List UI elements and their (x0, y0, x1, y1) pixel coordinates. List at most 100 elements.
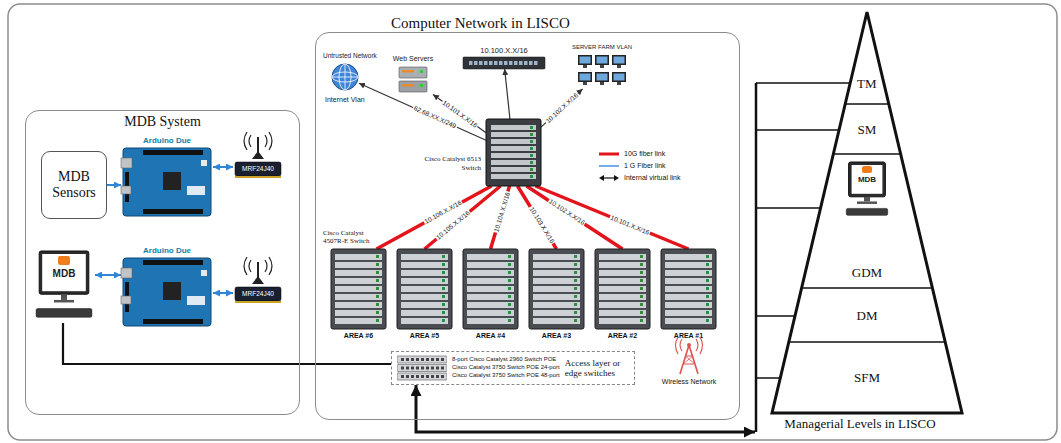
drawing-part (595, 249, 650, 329)
drawing-part (494, 61, 498, 65)
drawing-part (864, 197, 870, 202)
distribution-switch: Cisco Catalyst 4507R-E SwitchAREA #6 (331, 249, 386, 329)
drawing-part (617, 65, 621, 68)
drawing-part (397, 365, 447, 372)
globe-drawing (331, 63, 359, 91)
drawing-part (640, 319, 643, 322)
legend-text: 10G fiber link (624, 150, 665, 158)
wireless-tower: Wireless Network (669, 337, 709, 375)
drawing-part (640, 295, 643, 298)
drawing-part (467, 310, 514, 316)
legend-text: Internal virtual link (624, 174, 680, 182)
drawing-part (599, 262, 646, 268)
drawing-part (442, 303, 445, 306)
drawing-part (687, 343, 691, 347)
drawing-part (431, 375, 434, 378)
legend-sample (598, 174, 620, 182)
network-label: Internet Vlan (325, 96, 365, 104)
distribution-switch-label: AREA #3 (542, 332, 571, 340)
drawing-part (802, 287, 933, 289)
drawing-part (244, 132, 247, 150)
access-switches: 8-port Cisco Catalyst 2960 Switch POECis… (391, 351, 635, 385)
drawing-part (600, 82, 604, 85)
drawing-part (426, 375, 429, 378)
drawing-part (491, 160, 536, 165)
distribution-switch: AREA #3 (529, 249, 584, 329)
drawing-part (401, 254, 448, 260)
drawing-part (533, 294, 580, 300)
drawing-part (533, 318, 580, 324)
drawing-part (508, 279, 511, 282)
radio-drawing (233, 256, 283, 308)
link-address: 10.102.X.X/16 (547, 197, 587, 227)
drawing-part (514, 61, 518, 65)
drawing-part (402, 84, 414, 87)
drawing-part (665, 318, 712, 324)
drawing-part (583, 82, 587, 85)
drawing-part (534, 61, 538, 65)
drawing-part (411, 375, 414, 378)
drawing-part (772, 12, 962, 413)
drawing-part (402, 70, 414, 73)
drawing-part (467, 254, 514, 260)
distribution-switch-label: Cisco Catalyst 4507R-E Switch (323, 229, 371, 245)
drawing-part (401, 262, 448, 268)
drawing-part (665, 286, 712, 292)
link-address: 10.103.X.X/16 (527, 205, 556, 246)
drawing-part (665, 254, 712, 260)
drawing-part (640, 303, 643, 306)
drawing-part (420, 70, 423, 73)
legend-text: 1 G Fiber link (624, 162, 666, 170)
drawing-part (833, 153, 900, 155)
drawing-part (574, 263, 577, 266)
pyramid-band-label: GDM (837, 266, 897, 280)
drawing-part (265, 135, 267, 147)
drawing-part (411, 358, 414, 361)
drawing-part (121, 296, 131, 304)
drawing-part (599, 302, 646, 308)
drawing-part (376, 263, 379, 266)
core-drawing (486, 119, 541, 186)
drawing-part (469, 61, 473, 65)
drawing-part (441, 367, 444, 370)
drawing-part (700, 337, 703, 354)
drawing-part (706, 287, 709, 290)
drawing-part (519, 61, 523, 65)
pc-group-label: SERVER FARM VLAN (572, 44, 632, 51)
drawing-part (508, 311, 511, 314)
drawing-part (574, 319, 577, 322)
drawing-part (578, 72, 592, 82)
drawing-part (640, 255, 643, 258)
drawing-part (862, 166, 872, 173)
drawing-part (683, 364, 695, 365)
drawing-part (235, 162, 281, 176)
drawing-part (332, 64, 358, 90)
drawing-part (706, 279, 709, 282)
drawing-part (533, 310, 580, 316)
drawing-part (529, 249, 584, 329)
pyramid-band: SFM (853, 371, 881, 385)
pyramid-band: SM (857, 123, 878, 137)
drawing-part (533, 270, 580, 276)
drawing-part (583, 65, 587, 68)
switch-stack-drawing (397, 355, 447, 381)
drawing-part (416, 375, 419, 378)
drawing-part (441, 358, 444, 361)
drawing-part (479, 61, 483, 65)
drawing-part (399, 67, 427, 78)
drawing-part (442, 271, 445, 274)
core-switch-label: Cisco Catalyst 6513 Switch (413, 155, 481, 173)
drawing-part (661, 249, 716, 329)
drawing-part (201, 270, 207, 276)
pyramid-band-label: DM (857, 309, 878, 323)
drawing-part (696, 339, 698, 351)
drawing-part (442, 287, 445, 290)
switch-model-list: 8-port Cisco Catalyst 2960 Switch POECis… (452, 356, 560, 379)
network-panel: Computer Network in LISCOUntrusted Netwo… (315, 32, 740, 420)
fiber-link (536, 186, 689, 249)
connector (541, 89, 582, 127)
drawing-part (508, 255, 511, 258)
drawing-part (335, 318, 382, 324)
drawing-part (467, 294, 514, 300)
